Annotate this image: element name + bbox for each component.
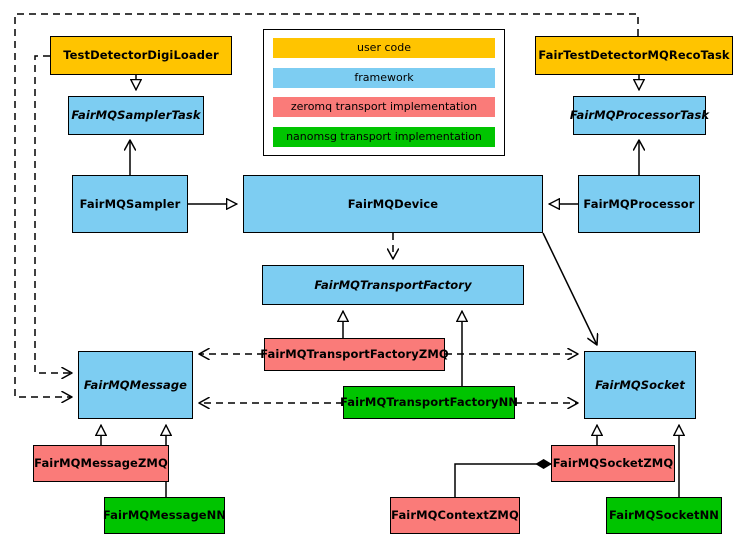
class-node-fairmqsamplertask[interactable]: FairMQSamplerTask [68,96,204,135]
class-node-fairmqmessagezmq[interactable]: FairMQMessageZMQ [33,445,169,482]
class-node-fairmqsampler[interactable]: FairMQSampler [72,175,188,233]
class-node-fairmqprocessortask[interactable]: FairMQProcessorTask [570,96,709,135]
class-node-fairmqdevice[interactable]: FairMQDevice [243,175,543,233]
class-node-fairmqprocessor[interactable]: FairMQProcessor [578,175,700,233]
class-node-fairtestdetectormqrecotask[interactable]: FairTestDetectorMQRecoTask [535,36,733,75]
legend-item-nanomsg-transport: nanomsg transport implementation [273,126,495,147]
edge-device-to-socket [542,232,597,345]
class-node-fairmqtransportfactoryzmq[interactable]: FairMQTransportFactoryZMQ [260,338,449,371]
legend-item-user-code: user code [273,38,495,58]
edge-socketzmq-composes-contextzmq [454,464,551,497]
legend-item-framework: framework [273,67,495,88]
class-node-fairmqsocketzmq[interactable]: FairMQSocketZMQ [551,445,675,482]
class-node-testdetectordigiloader[interactable]: TestDetectorDigiLoader [50,36,232,75]
class-node-fairmqtransportfactory[interactable]: FairMQTransportFactory [262,265,524,305]
edge-digiloader-to-message [34,55,72,373]
legend-item-zeromq-transport: zeromq transport implementation [273,97,495,118]
class-node-fairmqtransportfactorynn[interactable]: FairMQTransportFactoryNN [340,386,518,419]
class-node-fairmqmessagenn[interactable]: FairMQMessageNN [103,497,226,534]
class-node-fairmqsocketnn[interactable]: FairMQSocketNN [606,497,722,534]
class-node-fairmqmessage[interactable]: FairMQMessage [78,351,193,419]
class-node-fairmqcontextzmq[interactable]: FairMQContextZMQ [390,497,520,534]
legend-panel: user code framework zeromq transport imp… [263,29,505,156]
class-node-fairmqsocket[interactable]: FairMQSocket [584,351,696,419]
